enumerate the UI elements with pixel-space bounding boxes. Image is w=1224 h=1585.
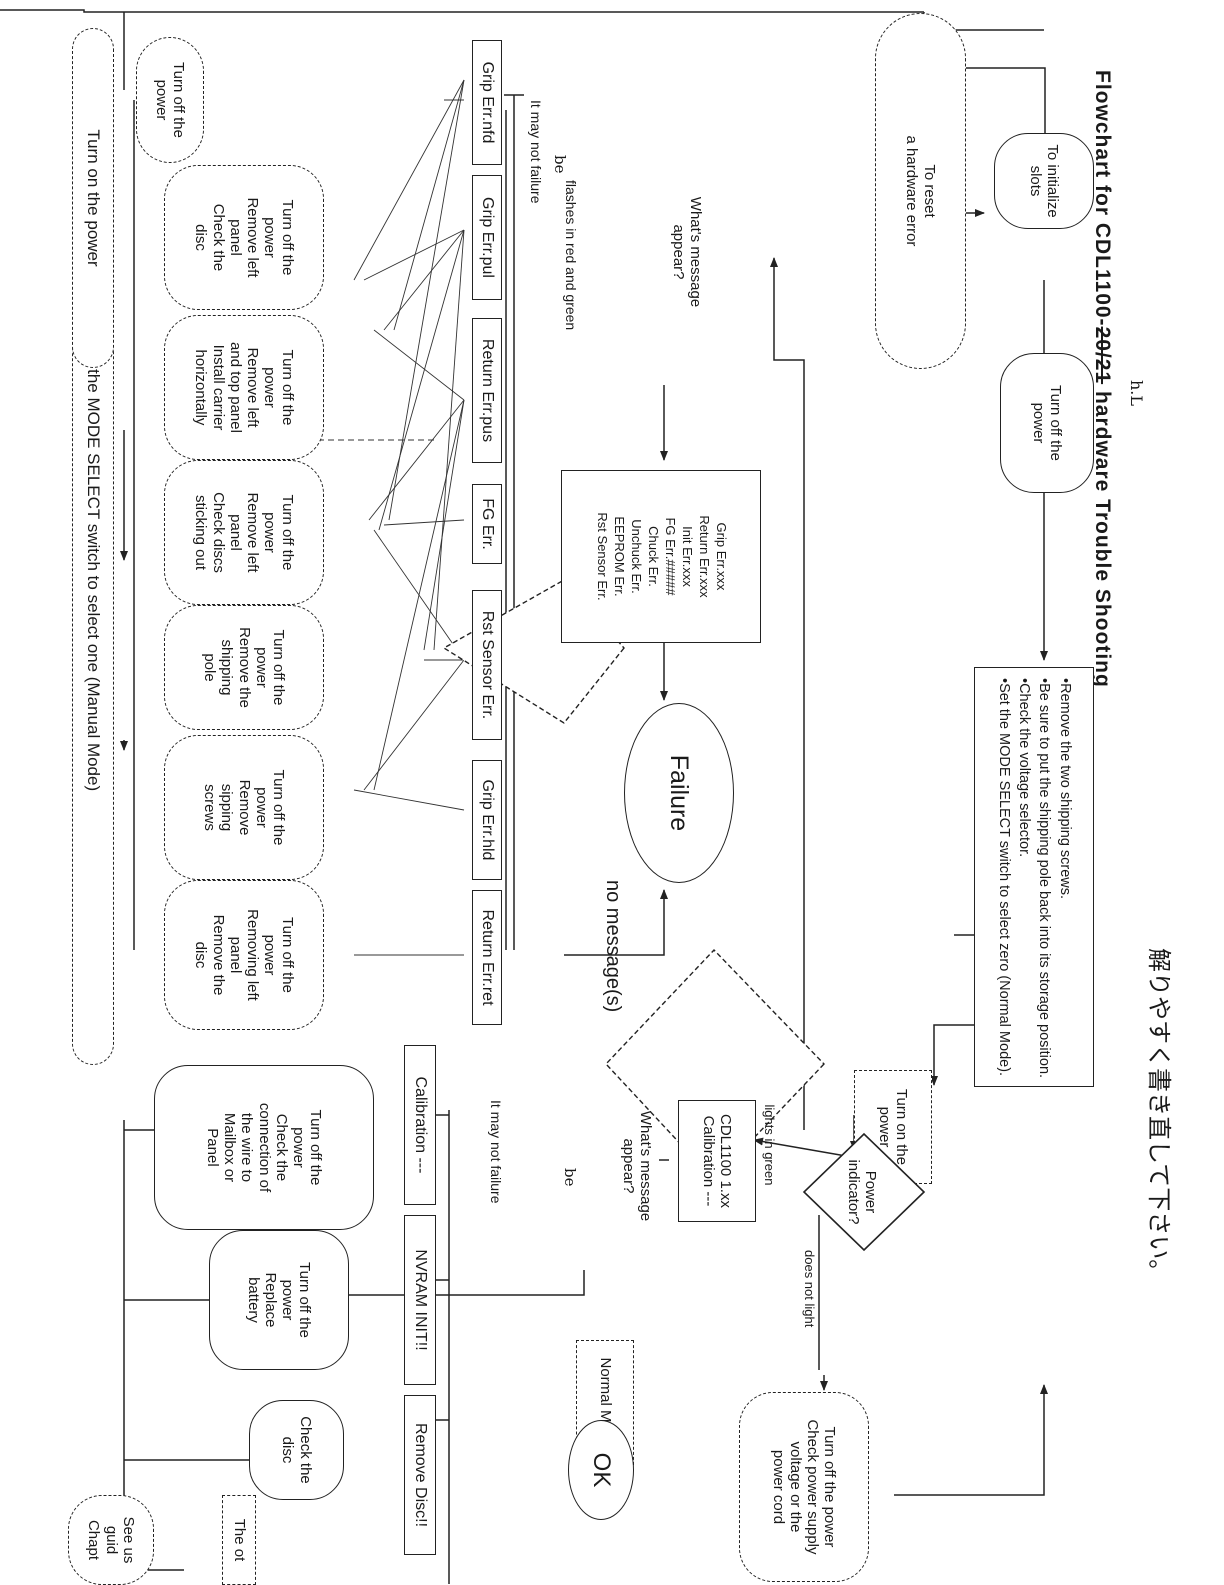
flashes-label: flashes in red and green <box>563 180 579 331</box>
error-grip-pul: Grip Err.pul <box>472 175 502 300</box>
error-return-pus: Return Err.pus <box>472 318 502 463</box>
other-box: The ot <box>222 1495 256 1585</box>
not-failure-label-2: It may not failure <box>488 1100 504 1204</box>
disc-action-node: Check the disc <box>249 1400 344 1500</box>
edge-instr-to-turnon <box>930 1024 974 1086</box>
error-return-ret: Return Err.ret <box>472 890 502 1025</box>
no-message-label: no message(s) <box>602 880 624 1013</box>
error-nvram-init: NVRAM INIT!! <box>404 1215 436 1385</box>
be-annotation-1: be <box>551 155 569 174</box>
power-indicator-label: Power indicator? <box>844 1159 879 1225</box>
does-not-light-label: does not light <box>802 1250 817 1328</box>
turn-on-power-bottom-node: Turn on the power <box>72 28 114 368</box>
edge-top-loop <box>0 9 924 13</box>
action-remove-shipping-pole: Turn off the power Remove the shipping p… <box>164 605 324 730</box>
be-annotation-2: be <box>561 1168 579 1187</box>
error-remove-disc: Remove Disc!! <box>404 1395 436 1555</box>
error-grip-nfd: Grip Err.nfd <box>472 40 502 165</box>
message-decision-1-label: What's message appear? <box>669 196 704 308</box>
edge-flashes <box>770 257 805 1130</box>
action-check-disc: Turn off the power Remove left panel Che… <box>164 165 324 310</box>
error-calibration: Calibration --- <box>404 1045 436 1205</box>
error-fg: FG Err. <box>472 484 502 564</box>
action-check-discs-sticking: Turn off the power Remove left panel Che… <box>164 460 324 605</box>
calibration-action-node: Turn off the power Check the connection … <box>154 1065 374 1230</box>
lights-green-label: lights in green <box>762 1104 777 1186</box>
ok-terminal: OK <box>568 1420 634 1520</box>
action-remove-sipping-screws: Turn off the power Remove sipping screws <box>164 735 324 880</box>
message-decision-2-label: What's message appear? <box>619 1110 654 1222</box>
see-user-guide-node: See us guid Chapt <box>68 1495 154 1585</box>
not-failure-label-1: It may not failure <box>528 100 544 204</box>
error-rst-sensor: Rst Sensor Err. <box>472 590 502 740</box>
edge-checkpower-back <box>894 1390 1045 1496</box>
edge-nomessage <box>564 889 668 956</box>
action-install-carrier: Turn off the power Remove left and top p… <box>164 315 324 460</box>
failure-terminal: Failure <box>624 703 734 883</box>
version-calibration-box: CDL1100 1.xx Calibration --- <box>678 1100 756 1222</box>
error-list-box: Grip Err.xxx Return Err.xxx Init Err.xxx… <box>561 470 761 643</box>
action-turn-off-power-1: Turn off the power <box>136 37 204 163</box>
nvram-action-node: Turn off the power Replace battery <box>209 1230 349 1370</box>
error-grip-hld: Grip Err.hld <box>472 760 502 880</box>
action-remove-disc: Turn off the power Removing left panel R… <box>164 880 324 1030</box>
check-power-supply-node: Turn off the power Check power supply vo… <box>739 1392 869 1582</box>
